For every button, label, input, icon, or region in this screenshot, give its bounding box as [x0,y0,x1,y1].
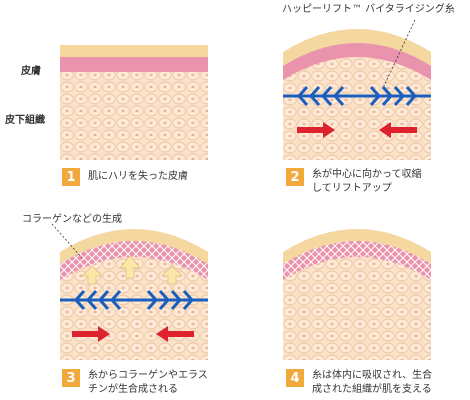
dermis-band [60,57,208,72]
step-1-caption: 肌にハリを失った皮膚 [88,171,188,182]
panel-4-diagram [283,229,431,360]
contraction-arrow-icon [297,122,417,138]
step-4-number-badge: 4 [286,369,304,387]
panel-3-diagram [51,223,208,360]
step-3-number-badge: 3 [62,369,80,387]
step-2-caption: 糸が中心に向かって収縮 してリフトアップ [312,169,422,194]
panel-2-diagram [283,19,431,160]
step-4: 4 糸は体内に吸収され、生合 成された組織が肌を支える [286,369,432,397]
step-4-caption: 糸は体内に吸収され、生合 成された組織が肌を支える [312,370,433,395]
subcutaneous-tissue [60,72,208,160]
step-2-number-badge: 2 [286,168,304,186]
label-skin: 皮膚 [21,66,41,77]
callout-leader-collagen [51,223,83,259]
step-1-number-badge: 1 [62,168,80,186]
step-1: 1 肌にハリを失った皮膚 [62,168,188,186]
callout-thread: ハッピーリフト™ バイタライジング糸 [282,4,455,15]
barb-chevron-icon [73,290,195,310]
step-3: 3 糸からコラーゲンやエラス チンが生合成される [62,369,208,397]
barb-chevron-icon [296,86,418,106]
step-3-caption: 糸からコラーゲンやエラス チンが生合成される [88,370,208,395]
contraction-arrow-icon [72,326,194,342]
callout-leader-thread [382,19,416,89]
callout-collagen: コラーゲンなどの生成 [22,214,122,225]
epidermis-layer [60,45,208,57]
panel-1-diagram [60,45,208,160]
up-arrow-icon [80,255,184,285]
label-subcutaneous: 皮下組織 [5,115,45,126]
step-2: 2 糸が中心に向かって収縮 してリフトアップ [286,168,422,196]
